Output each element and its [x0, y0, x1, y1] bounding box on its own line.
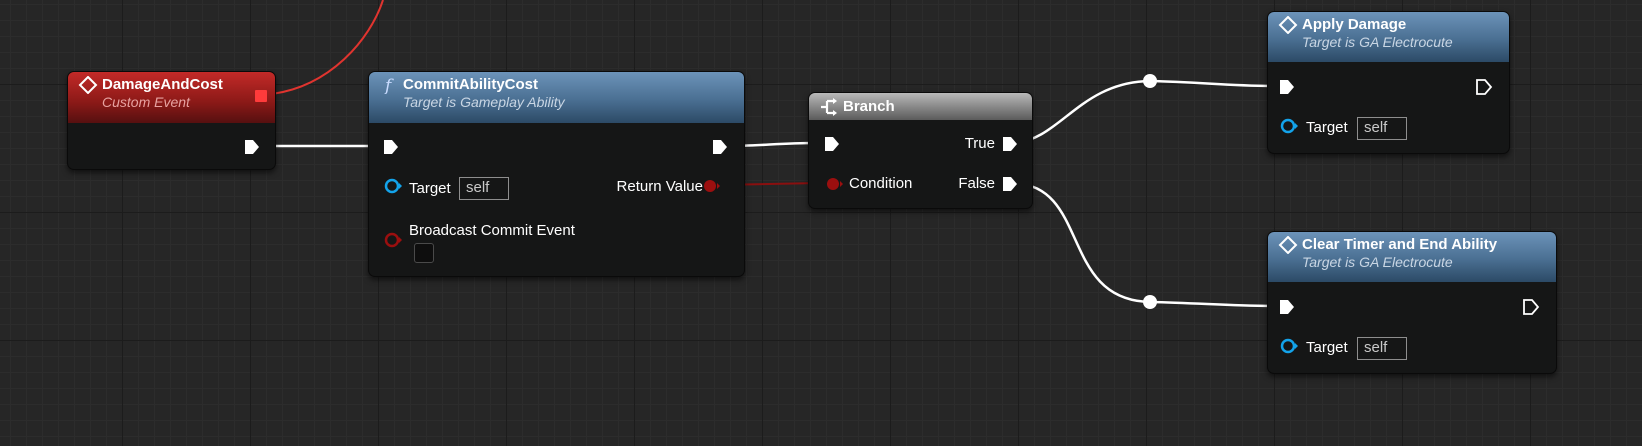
exec-out-pin[interactable]: [243, 138, 261, 156]
branch-node[interactable]: Branch True Condition False: [808, 92, 1033, 209]
target-input[interactable]: self: [1357, 117, 1407, 140]
condition-label: Condition: [849, 175, 913, 192]
exec-out-pin[interactable]: [1475, 78, 1493, 96]
node-title: Clear Timer and End Ability: [1302, 236, 1498, 253]
function-node-commit-ability-cost[interactable]: f CommitAbilityCost Target is Gameplay A…: [368, 71, 745, 277]
target-label: Target: [1306, 339, 1348, 356]
function-node-clear-timer-and-end-ability[interactable]: Clear Timer and End Ability Target is GA…: [1267, 231, 1557, 374]
node-subtitle: Target is GA Electrocute: [1302, 34, 1453, 50]
exec-wire-reroute-to-apply-damage[interactable]: [1149, 79, 1277, 88]
false-exec-out-pin[interactable]: [1001, 175, 1019, 193]
custom-event-node-damage-and-cost[interactable]: DamageAndCost Custom Event: [67, 71, 276, 170]
broadcast-commit-event-checkbox[interactable]: [414, 243, 434, 263]
false-label: False: [958, 175, 995, 192]
function-call-icon: [1278, 236, 1298, 254]
exec-in-pin[interactable]: [382, 138, 400, 156]
reroute-node-true[interactable]: [1143, 74, 1157, 88]
node-subtitle: Target is GA Electrocute: [1302, 254, 1453, 270]
svg-text:f: f: [383, 76, 394, 94]
condition-bool-pin[interactable]: [825, 176, 845, 192]
event-icon: [78, 76, 98, 94]
broadcast-commit-event-label: Broadcast Commit Event: [409, 222, 575, 239]
node-title: CommitAbilityCost: [403, 76, 538, 93]
node-header[interactable]: DamageAndCost Custom Event: [68, 72, 275, 123]
true-label: True: [964, 135, 995, 152]
node-subtitle: Target is Gameplay Ability: [403, 94, 565, 110]
exec-wire-true-to-reroute[interactable]: [1013, 79, 1151, 145]
exec-out-pin[interactable]: [711, 138, 729, 156]
node-title: Apply Damage: [1302, 16, 1407, 33]
delegate-pin-icon[interactable]: [255, 90, 267, 102]
node-header[interactable]: Apply Damage Target is GA Electrocute: [1268, 12, 1509, 62]
target-object-pin[interactable]: [1280, 338, 1300, 354]
function-node-apply-damage[interactable]: Apply Damage Target is GA Electrocute Ta…: [1267, 11, 1510, 154]
exec-in-pin[interactable]: [823, 135, 841, 153]
broadcast-bool-pin[interactable]: [384, 232, 404, 248]
target-input[interactable]: self: [459, 177, 509, 200]
exec-wire-false-to-reroute[interactable]: [1013, 181, 1151, 304]
target-label: Target: [409, 180, 451, 197]
target-label: Target: [1306, 119, 1348, 136]
node-title: Branch: [843, 98, 895, 115]
reroute-node-false[interactable]: [1143, 295, 1157, 309]
branch-icon: [821, 98, 837, 116]
function-icon: f: [383, 76, 394, 94]
exec-in-pin[interactable]: [1278, 298, 1296, 316]
delegate-wire: [271, 0, 384, 95]
exec-wire-reroute-to-clear-timer[interactable]: [1149, 300, 1277, 308]
node-header[interactable]: Clear Timer and End Ability Target is GA…: [1268, 232, 1556, 282]
node-subtitle: Custom Event: [102, 94, 190, 110]
exec-out-pin[interactable]: [1522, 298, 1540, 316]
target-input[interactable]: self: [1357, 337, 1407, 360]
return-value-bool-pin[interactable]: [702, 178, 722, 194]
exec-in-pin[interactable]: [1278, 78, 1296, 96]
target-object-pin[interactable]: [384, 178, 404, 194]
target-object-pin[interactable]: [1280, 118, 1300, 134]
return-value-label: Return Value: [616, 178, 703, 195]
node-title: DamageAndCost: [102, 76, 223, 93]
node-header[interactable]: f CommitAbilityCost Target is Gameplay A…: [369, 72, 744, 123]
function-call-icon: [1278, 16, 1298, 34]
node-header[interactable]: Branch: [809, 93, 1032, 120]
true-exec-out-pin[interactable]: [1001, 135, 1019, 153]
